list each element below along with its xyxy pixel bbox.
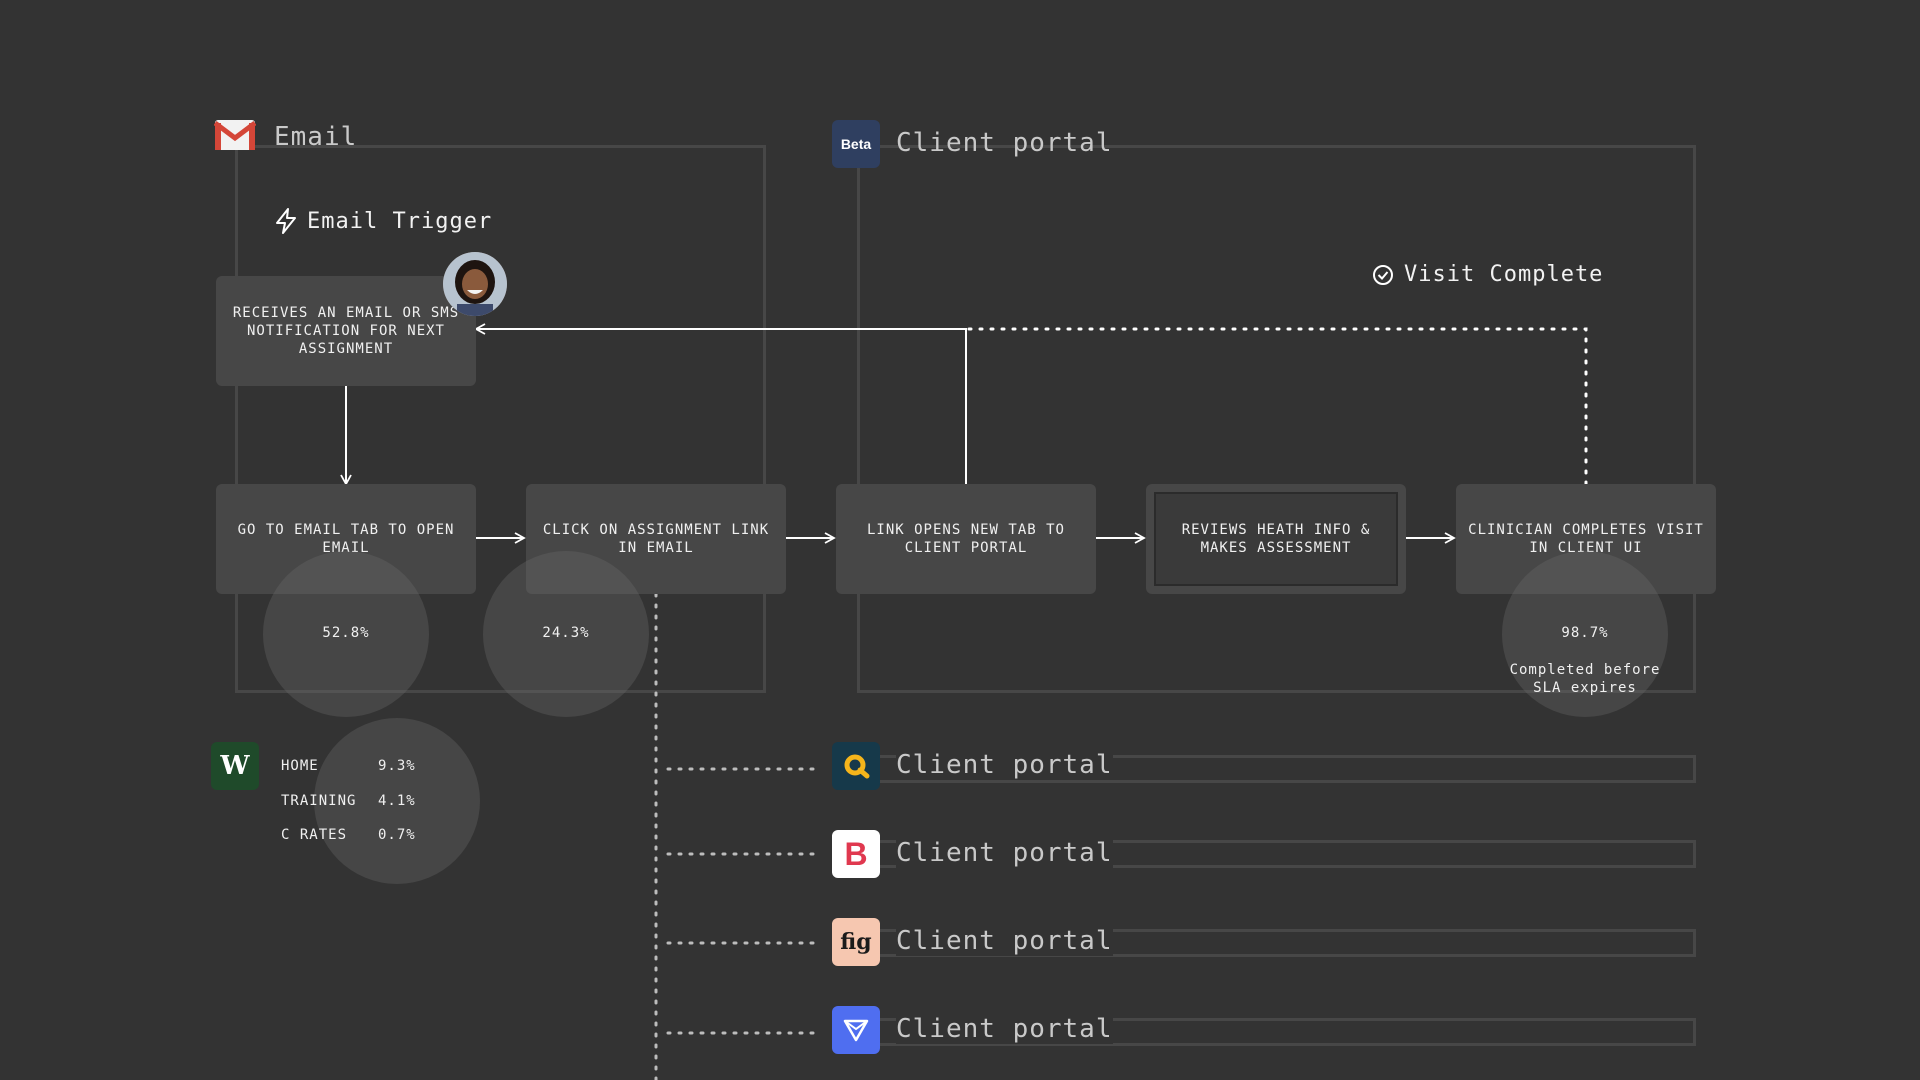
visit-complete-label: Visit Complete xyxy=(1372,262,1603,287)
fig-logo-text: fig xyxy=(840,929,872,955)
node-click-link: CLICK ON ASSIGNMENT LINK IN EMAIL xyxy=(526,484,786,594)
arrow-loop-back xyxy=(474,323,967,484)
b-logo-glyph: B xyxy=(844,835,868,872)
bubble-open-email xyxy=(263,551,429,717)
visit-complete-text: Visit Complete xyxy=(1404,262,1604,287)
portal-row-title-1: Client portal xyxy=(896,750,1113,780)
triangle-logo-icon xyxy=(832,1006,880,1054)
stat-label-c-rates: C RATES xyxy=(281,827,348,843)
metric-click-link: 24.3% xyxy=(542,625,590,641)
w-logo-icon: W xyxy=(211,742,259,790)
dotted-complete-loop xyxy=(964,327,1588,486)
portal-row-title-4: Client portal xyxy=(896,1014,1113,1044)
check-circle-icon xyxy=(1373,264,1393,285)
metric-open-email: 52.8% xyxy=(322,625,370,641)
node-completes: CLINICIAN COMPLETES VISIT IN CLIENT UI xyxy=(1456,484,1716,594)
portal-row-title-3: Client portal xyxy=(896,926,1113,956)
portal-group-frame xyxy=(857,145,1696,693)
node-click-link-text: CLICK ON ASSIGNMENT LINK IN EMAIL xyxy=(542,522,770,556)
node-open-email: GO TO EMAIL TAB TO OPEN EMAIL xyxy=(216,484,476,594)
node-link-opens: LINK OPENS NEW TAB TO CLIENT PORTAL xyxy=(836,484,1096,594)
metric-completes: 98.7% xyxy=(1561,625,1609,641)
stat-value-training: 4.1% xyxy=(378,793,416,809)
bubble-w-stats xyxy=(314,718,480,884)
stat-value-home: 9.3% xyxy=(378,758,416,774)
node-open-email-text: GO TO EMAIL TAB TO OPEN EMAIL xyxy=(237,522,455,556)
node-link-opens-text: LINK OPENS NEW TAB TO CLIENT PORTAL xyxy=(866,522,1065,556)
stat-label-home: HOME xyxy=(281,758,319,774)
gmail-logo-icon xyxy=(214,114,256,156)
email-group-frame xyxy=(235,145,766,693)
metric-completes-note: Completed before SLA expires xyxy=(1509,662,1661,696)
email-group-title: Email xyxy=(274,122,358,152)
email-trigger-text: Email Trigger xyxy=(307,208,493,234)
portal-row-title-2: Client portal xyxy=(896,838,1113,868)
node-reviews: REVIEWS HEATH INFO & MAKES ASSESSMENT xyxy=(1146,484,1406,594)
bubble-click-link xyxy=(483,551,649,717)
stat-value-c-rates: 0.7% xyxy=(378,827,416,843)
fig-logo-icon: fig xyxy=(832,918,880,966)
beta-logo-text: Beta xyxy=(840,136,872,152)
node-receive-text: RECEIVES AN EMAIL OR SMS NOTIFICATION FO… xyxy=(232,305,460,357)
bubble-completes xyxy=(1502,551,1668,717)
node-receive-notification: RECEIVES AN EMAIL OR SMS NOTIFICATION FO… xyxy=(216,276,476,386)
email-trigger-label: Email Trigger xyxy=(275,208,492,234)
beta-logo-icon: Beta xyxy=(832,120,880,168)
portal-group-title: Client portal xyxy=(896,128,1113,158)
node-completes-text: CLINICIAN COMPLETES VISIT IN CLIENT UI xyxy=(1468,522,1704,556)
lightning-icon xyxy=(276,208,296,234)
avatar xyxy=(443,252,507,316)
b-logo-icon: B xyxy=(832,830,880,878)
node-reviews-text: REVIEWS HEATH INFO & MAKES ASSESSMENT xyxy=(1181,522,1371,556)
stat-label-training: TRAINING xyxy=(281,793,357,809)
search-pin-icon xyxy=(832,742,880,790)
w-logo-text: W xyxy=(220,751,250,781)
